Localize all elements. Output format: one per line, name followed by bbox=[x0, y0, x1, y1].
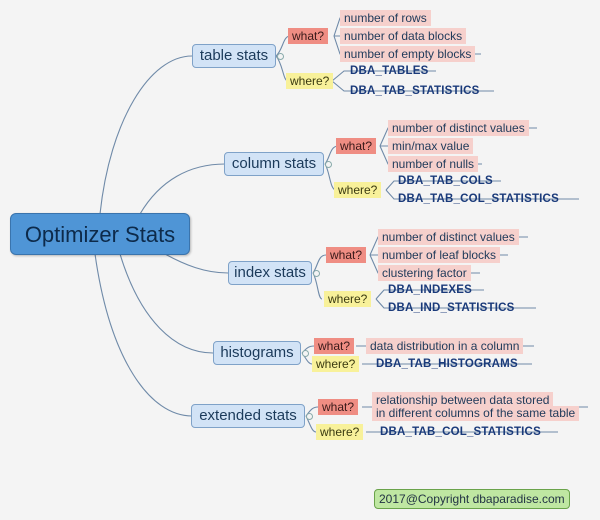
connector-root-extended bbox=[94, 253, 193, 417]
branch-extended-stats[interactable]: extended stats bbox=[191, 404, 305, 428]
table-dba-tab-col-statistics: DBA_TAB_COL_STATISTICS bbox=[398, 193, 559, 205]
branch-index-stats[interactable]: index stats bbox=[228, 261, 312, 285]
leaf-table-what-3: number of empty blocks bbox=[340, 46, 476, 62]
where-label-histograms: where? bbox=[312, 356, 360, 372]
where-label-index-stats: where? bbox=[324, 291, 372, 307]
leaf-table-what-2: number of data blocks bbox=[340, 28, 467, 44]
connector-root-table bbox=[99, 55, 193, 215]
where-label-column-stats: where? bbox=[334, 182, 382, 198]
leaf-column-what-3: number of nulls bbox=[388, 156, 479, 172]
what-label-column-stats: what? bbox=[336, 138, 377, 154]
leaf-histograms-what-1: data distribution in a column bbox=[366, 338, 524, 354]
leaf-index-what-3: clustering factor bbox=[378, 265, 471, 281]
leaf-extended-what-1: relationship between data stored bbox=[372, 392, 554, 407]
collapse-toggle-index-stats[interactable] bbox=[313, 270, 320, 277]
table-dba-tab-histograms: DBA_TAB_HISTOGRAMS bbox=[376, 358, 518, 370]
leaf-table-what-1: number of rows bbox=[340, 10, 431, 26]
root-node[interactable]: Optimizer Stats bbox=[10, 213, 190, 255]
table-dba-tab-cols: DBA_TAB_COLS bbox=[398, 175, 493, 187]
leaf-column-what-2: min/max value bbox=[388, 138, 474, 154]
collapse-toggle-table-stats[interactable] bbox=[277, 53, 284, 60]
what-label-histograms: what? bbox=[314, 338, 355, 354]
leaf-index-what-1: number of distinct values bbox=[378, 229, 519, 245]
table-dba-ind-statistics: DBA_IND_STATISTICS bbox=[388, 302, 515, 314]
table-dba-tables: DBA_TABLES bbox=[350, 65, 429, 77]
table-dba-indexes: DBA_INDEXES bbox=[388, 284, 472, 296]
connector-root-index bbox=[164, 253, 229, 274]
collapse-toggle-histograms[interactable] bbox=[302, 350, 309, 357]
table-dba-tab-statistics: DBA_TAB_STATISTICS bbox=[350, 85, 480, 97]
leaf-index-what-2: number of leaf blocks bbox=[378, 247, 501, 263]
connector-index-where bbox=[312, 272, 323, 300]
collapse-toggle-extended-stats[interactable] bbox=[306, 413, 313, 420]
connector-root-histograms bbox=[119, 253, 214, 354]
what-label-index-stats: what? bbox=[326, 247, 367, 263]
what-label-table-stats: what? bbox=[288, 28, 329, 44]
branch-column-stats[interactable]: column stats bbox=[224, 152, 324, 176]
branch-table-stats[interactable]: table stats bbox=[192, 44, 276, 68]
table-dba-tab-col-statistics-ext: DBA_TAB_COL_STATISTICS bbox=[380, 426, 541, 438]
copyright-badge: 2017@Copyright dbaparadise.com bbox=[374, 489, 570, 509]
branch-histograms[interactable]: histograms bbox=[213, 341, 301, 365]
leaf-extended-what-2: in different columns of the same table bbox=[372, 406, 580, 421]
collapse-toggle-column-stats[interactable] bbox=[325, 161, 332, 168]
leaf-column-what-1: number of distinct values bbox=[388, 120, 529, 136]
connector-root-column bbox=[139, 163, 226, 215]
where-label-table-stats: where? bbox=[286, 73, 334, 89]
what-label-extended-stats: what? bbox=[318, 399, 359, 415]
where-label-extended-stats: where? bbox=[316, 424, 364, 440]
